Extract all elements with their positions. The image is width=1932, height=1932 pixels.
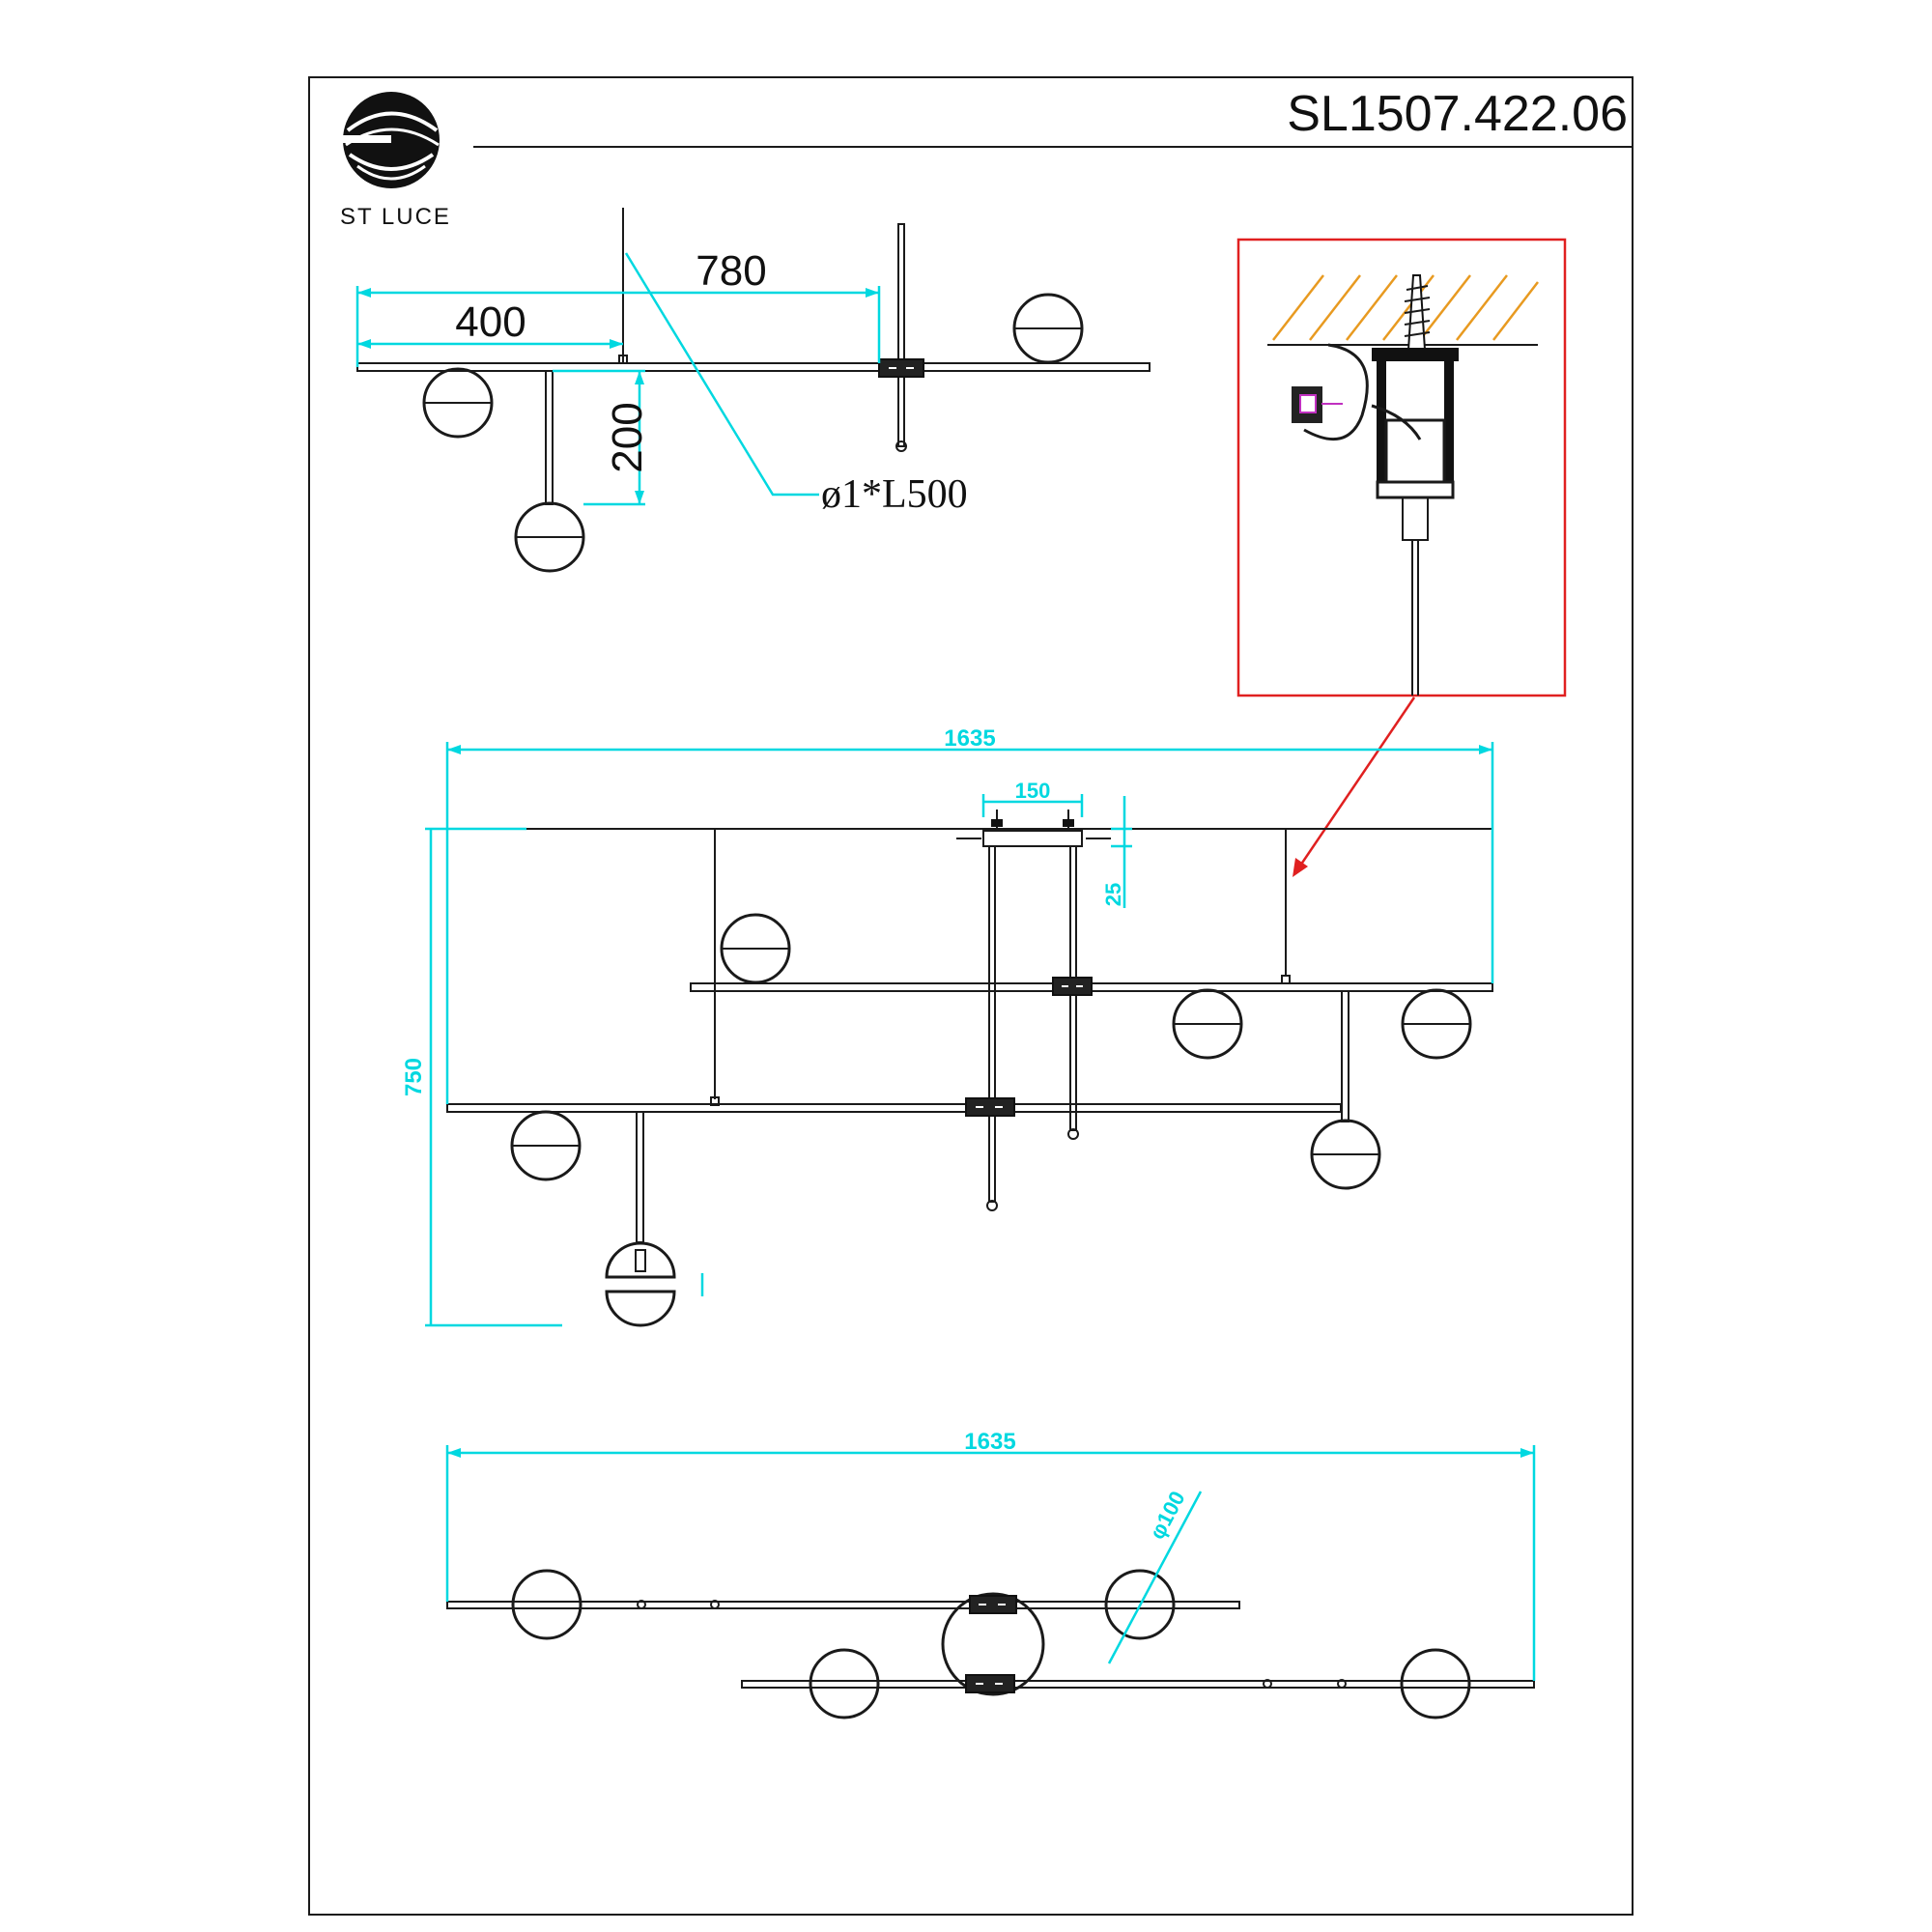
- cable-spec: ø1*L500: [821, 472, 968, 517]
- plan-upper-bar: [446, 1601, 1240, 1609]
- front-canopy: [982, 830, 1083, 847]
- dim-780: 780: [696, 247, 766, 295]
- top-clamp: [878, 358, 924, 378]
- front-clamp-upper: [1052, 977, 1093, 996]
- front-dim-base: 150: [1015, 779, 1051, 803]
- plan-lower-bar: [741, 1680, 1535, 1689]
- plan-clamp-lower: [965, 1674, 1015, 1693]
- dim-200: 200: [604, 402, 651, 472]
- plan-globe-2: [1104, 1569, 1176, 1640]
- front-dim-width: 1635: [944, 725, 995, 752]
- top-view: 780 400 200 ø1*L500: [355, 208, 1151, 573]
- plan-canopy: [941, 1592, 1045, 1696]
- mounting-detail: [1236, 238, 1567, 877]
- brand-logo: [338, 92, 440, 188]
- detail-frame: [1236, 238, 1567, 697]
- front-clamp-lower: [965, 1097, 1015, 1117]
- brand-name: ST LUCE: [340, 204, 451, 230]
- plan-dim-globe: φ100: [1145, 1487, 1190, 1543]
- front-lower-bar: [446, 1103, 1342, 1113]
- top-pendant-arm: [545, 370, 554, 505]
- model-number: SL1507.422.06: [1287, 86, 1628, 142]
- front-dim-25: 25: [1101, 883, 1125, 906]
- top-vertical-rod: [897, 223, 905, 447]
- top-main-bar: [356, 362, 1151, 372]
- front-view: 1635 150 25 750: [401, 725, 1494, 1327]
- plan-globe-1: [511, 1569, 582, 1640]
- plan-globe-3: [809, 1648, 880, 1719]
- plan-clamp-upper: [969, 1595, 1017, 1614]
- plan-view: 1635 φ100: [445, 1429, 1536, 1719]
- plan-dim-width: 1635: [964, 1429, 1015, 1455]
- sheet-border: [308, 76, 1634, 1916]
- front-globe-6: [605, 1241, 676, 1327]
- front-dim-height: 750: [401, 1058, 427, 1096]
- dim-400: 400: [455, 298, 526, 346]
- plan-globe-4: [1400, 1648, 1471, 1719]
